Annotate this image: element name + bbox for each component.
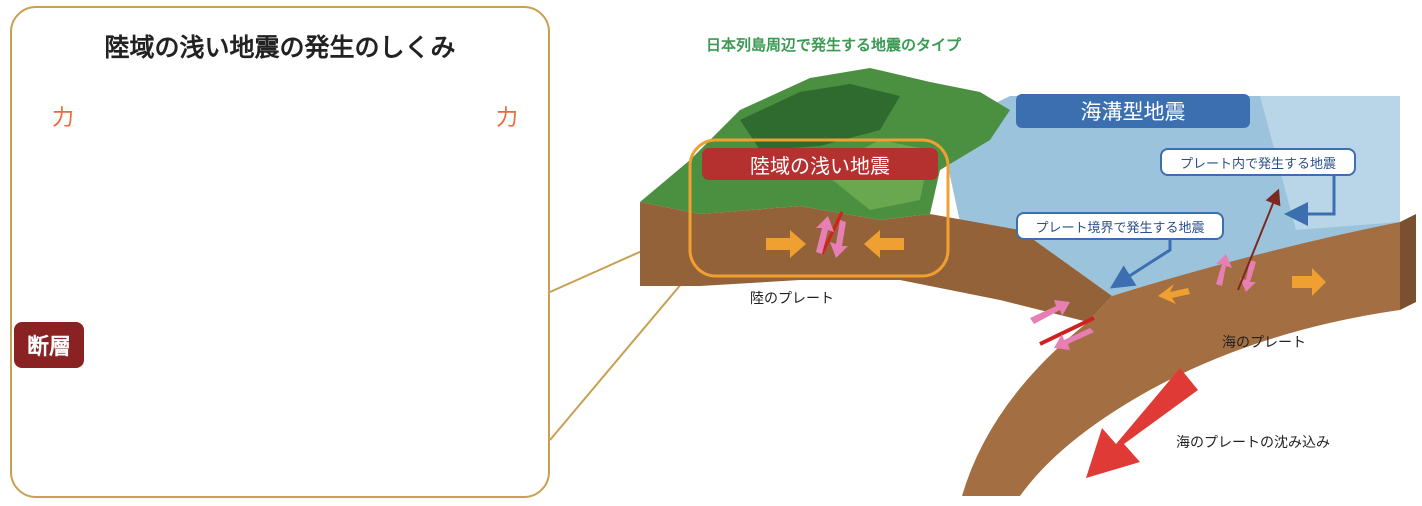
intraplate-leader xyxy=(1284,174,1336,226)
ocean-plate-label: 海のプレート xyxy=(1222,335,1306,351)
interplate-leader xyxy=(1109,236,1172,289)
slip-arrow-pink-up xyxy=(816,216,834,254)
slip-arrow-pink-down xyxy=(830,220,848,258)
subduction-arrow xyxy=(1086,368,1198,478)
connector-line-bottom xyxy=(549,263,699,441)
interplate-callout: プレート境界で発生する地震 xyxy=(1016,212,1224,240)
compression-arrow-left xyxy=(864,230,904,258)
compression-arrow-right xyxy=(766,230,806,258)
intraplate-callout: プレート内で発生する地震 xyxy=(1160,148,1356,176)
land-plate xyxy=(640,202,1112,322)
trench-quake-badge: 海溝型地震 xyxy=(1016,94,1250,128)
fault-badge: 断層 xyxy=(14,322,84,368)
land-plate-label: 陸のプレート xyxy=(750,291,834,307)
boundary-arrow-pink-down xyxy=(1054,328,1094,350)
subduction-label: 海のプレートの沈み込み xyxy=(1176,435,1330,451)
diagram-title: 日本列島周辺で発生する地震のタイプ xyxy=(706,36,962,54)
plate-arrow-left xyxy=(1158,284,1190,304)
force-label-right: 力 xyxy=(496,106,519,131)
shallow-fault-mark xyxy=(820,211,844,255)
force-label-left: 力 xyxy=(52,106,75,131)
intraplate-arrow-pink-up xyxy=(1216,254,1232,286)
cross-section xyxy=(640,68,1416,496)
boundary-arrow-pink-up xyxy=(1030,300,1070,324)
shallow-quake-highlight xyxy=(688,138,950,278)
mechanism-panel xyxy=(10,6,550,498)
ocean-plate xyxy=(962,222,1400,496)
plate-arrow-right xyxy=(1292,268,1326,296)
boundary-fault-mark xyxy=(1039,316,1095,346)
panel-title: 陸域の浅い地震の発生のしくみ xyxy=(104,33,456,62)
intraplate-arrow-pink-down xyxy=(1240,260,1256,292)
shallow-quake-badge: 陸域の浅い地震 xyxy=(702,148,938,180)
intraplate-fault-mark xyxy=(1237,188,1281,291)
